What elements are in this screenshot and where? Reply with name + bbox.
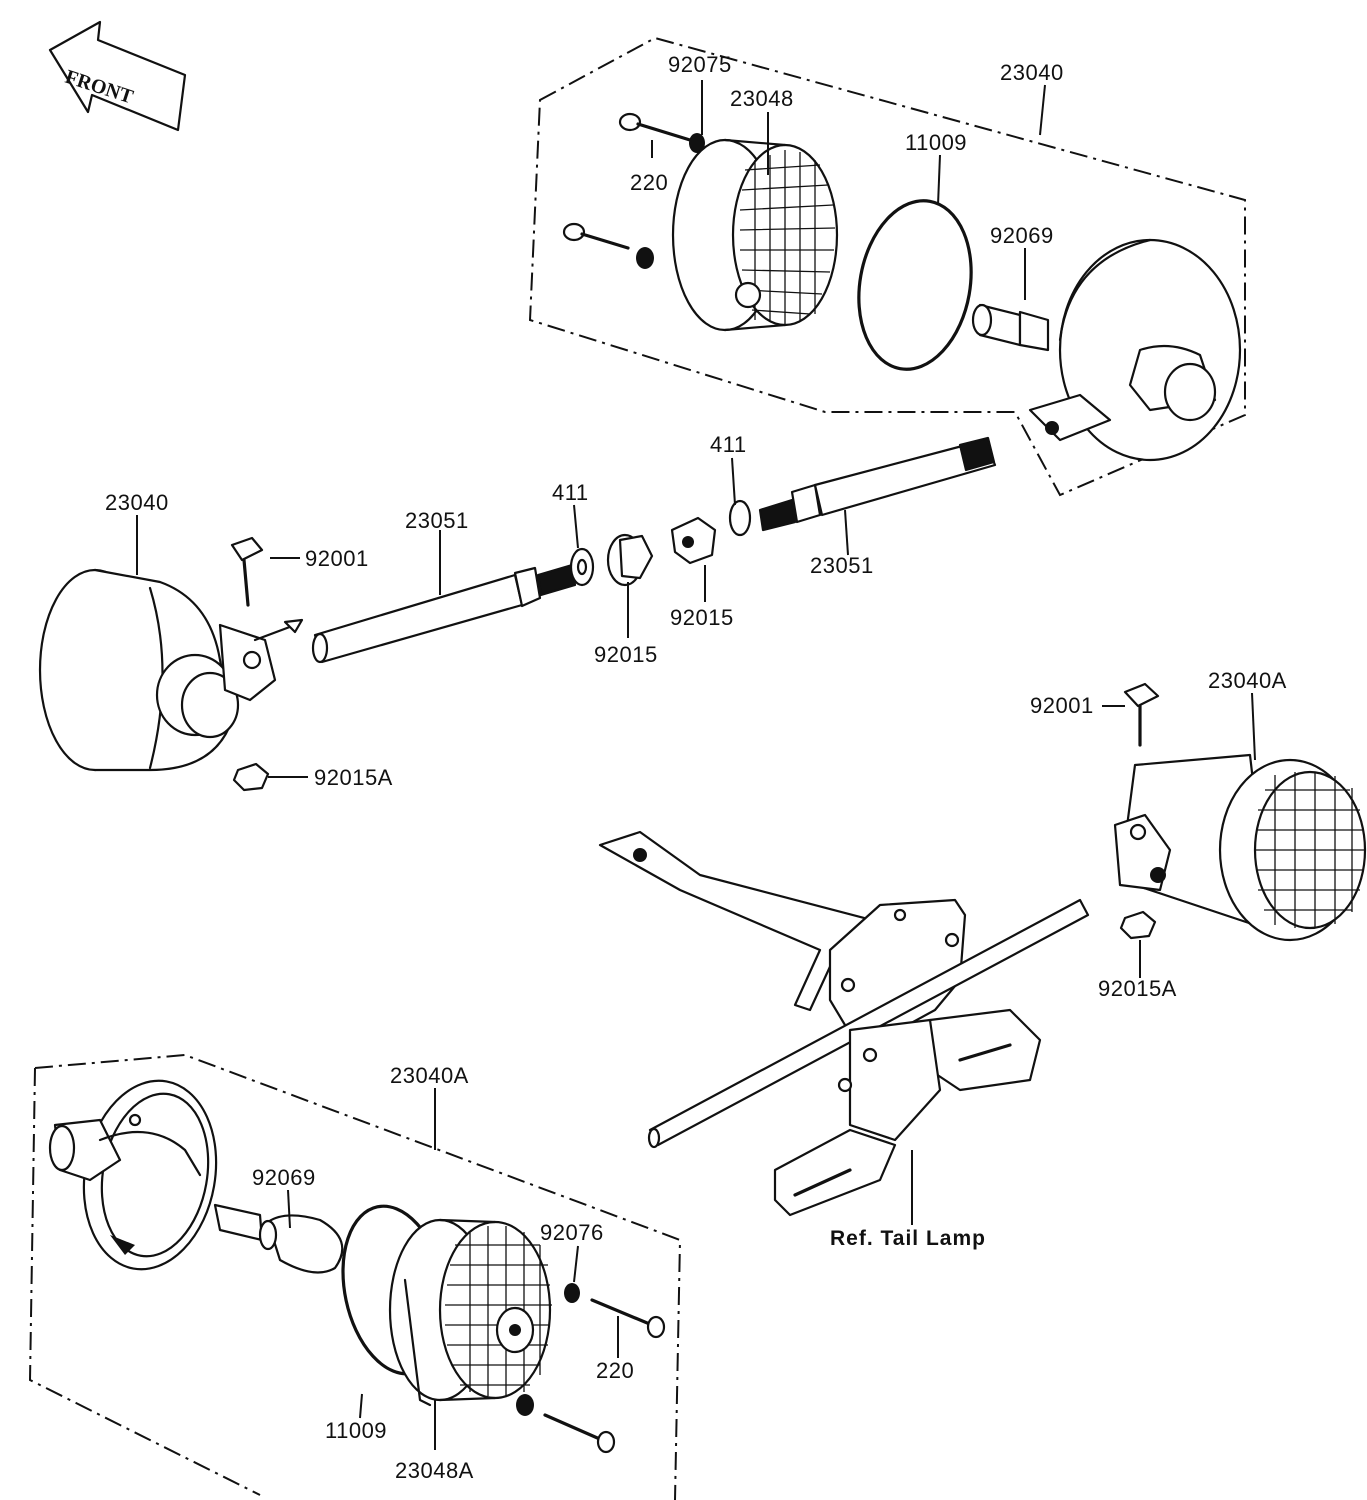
bottom-housing-icon xyxy=(48,1079,218,1271)
bottom-turn-signal-group xyxy=(28,1053,682,1500)
callout-bottom-gasket: 11009 xyxy=(325,1418,387,1443)
callout-right-nut-a: 92015A xyxy=(1098,976,1177,1001)
callout-bottom-assy: 23040A xyxy=(390,1063,469,1088)
callout-bottom-bulb: 92069 xyxy=(252,1165,316,1190)
bracket-icon xyxy=(598,830,1090,1217)
bottom-screw-icon xyxy=(516,1283,666,1454)
callout-top-screw: 220 xyxy=(630,170,668,195)
callout-right-stay: 23051 xyxy=(810,553,874,578)
top-gasket-icon xyxy=(857,199,973,371)
right-stay-icon xyxy=(758,436,997,532)
top-lens-icon xyxy=(671,138,839,332)
left-washer-icon xyxy=(569,547,595,587)
left-stay-icon xyxy=(311,563,577,664)
left-bolt-icon xyxy=(230,536,264,607)
callout-left-bolt: 92001 xyxy=(305,546,369,571)
front-arrow-icon: FRONT xyxy=(48,20,187,132)
callout-bottom-screw: 220 xyxy=(596,1358,634,1383)
right-bolt-icon xyxy=(1123,682,1160,747)
callout-top-lens: 23048 xyxy=(730,86,794,111)
callout-left-assy: 23040 xyxy=(105,490,169,515)
top-screw-icon xyxy=(562,112,705,269)
callout-top-gasket: 11009 xyxy=(905,130,967,155)
callout-left-nut-outer: 92015 xyxy=(594,642,658,667)
callout-labels: 92075 23048 23040 220 11009 92069 23040 … xyxy=(105,52,1287,1483)
top-bulb-icon xyxy=(971,303,1050,352)
callout-left-washer: 411 xyxy=(552,480,589,505)
callout-mid-nut: 92015 xyxy=(670,605,734,630)
bottom-bulb-icon xyxy=(213,1203,344,1274)
callout-top-bulb: 92069 xyxy=(990,223,1054,248)
bottom-lens-icon xyxy=(388,1218,552,1407)
top-turn-signal-group xyxy=(528,36,1246,497)
mid-flange-nut-icon xyxy=(670,516,717,565)
mid-washer-icon xyxy=(728,499,752,537)
left-flange-nut-icon xyxy=(606,533,654,587)
callout-left-stay: 23051 xyxy=(405,508,469,533)
callout-bottom-screw-nut: 92076 xyxy=(540,1220,604,1245)
callout-right-bolt: 92001 xyxy=(1030,693,1094,718)
callout-bottom-lens: 23048A xyxy=(395,1458,474,1483)
ref-tail-lamp-label: Ref. Tail Lamp xyxy=(830,1227,986,1250)
callout-left-nut-a: 92015A xyxy=(314,765,393,790)
left-nut-icon xyxy=(232,762,270,792)
callout-top-housing: 92075 xyxy=(668,52,732,77)
left-turn-signal-icon xyxy=(38,568,304,772)
callout-mid-washer: 411 xyxy=(710,432,747,457)
right-nut-icon xyxy=(1119,910,1157,940)
right-turn-signal-icon xyxy=(1113,753,1367,942)
leader-lines xyxy=(136,80,1256,1450)
top-housing-icon xyxy=(1028,238,1242,462)
callout-top-assy: 23040 xyxy=(1000,60,1064,85)
callout-right-assy: 23040A xyxy=(1208,668,1287,693)
